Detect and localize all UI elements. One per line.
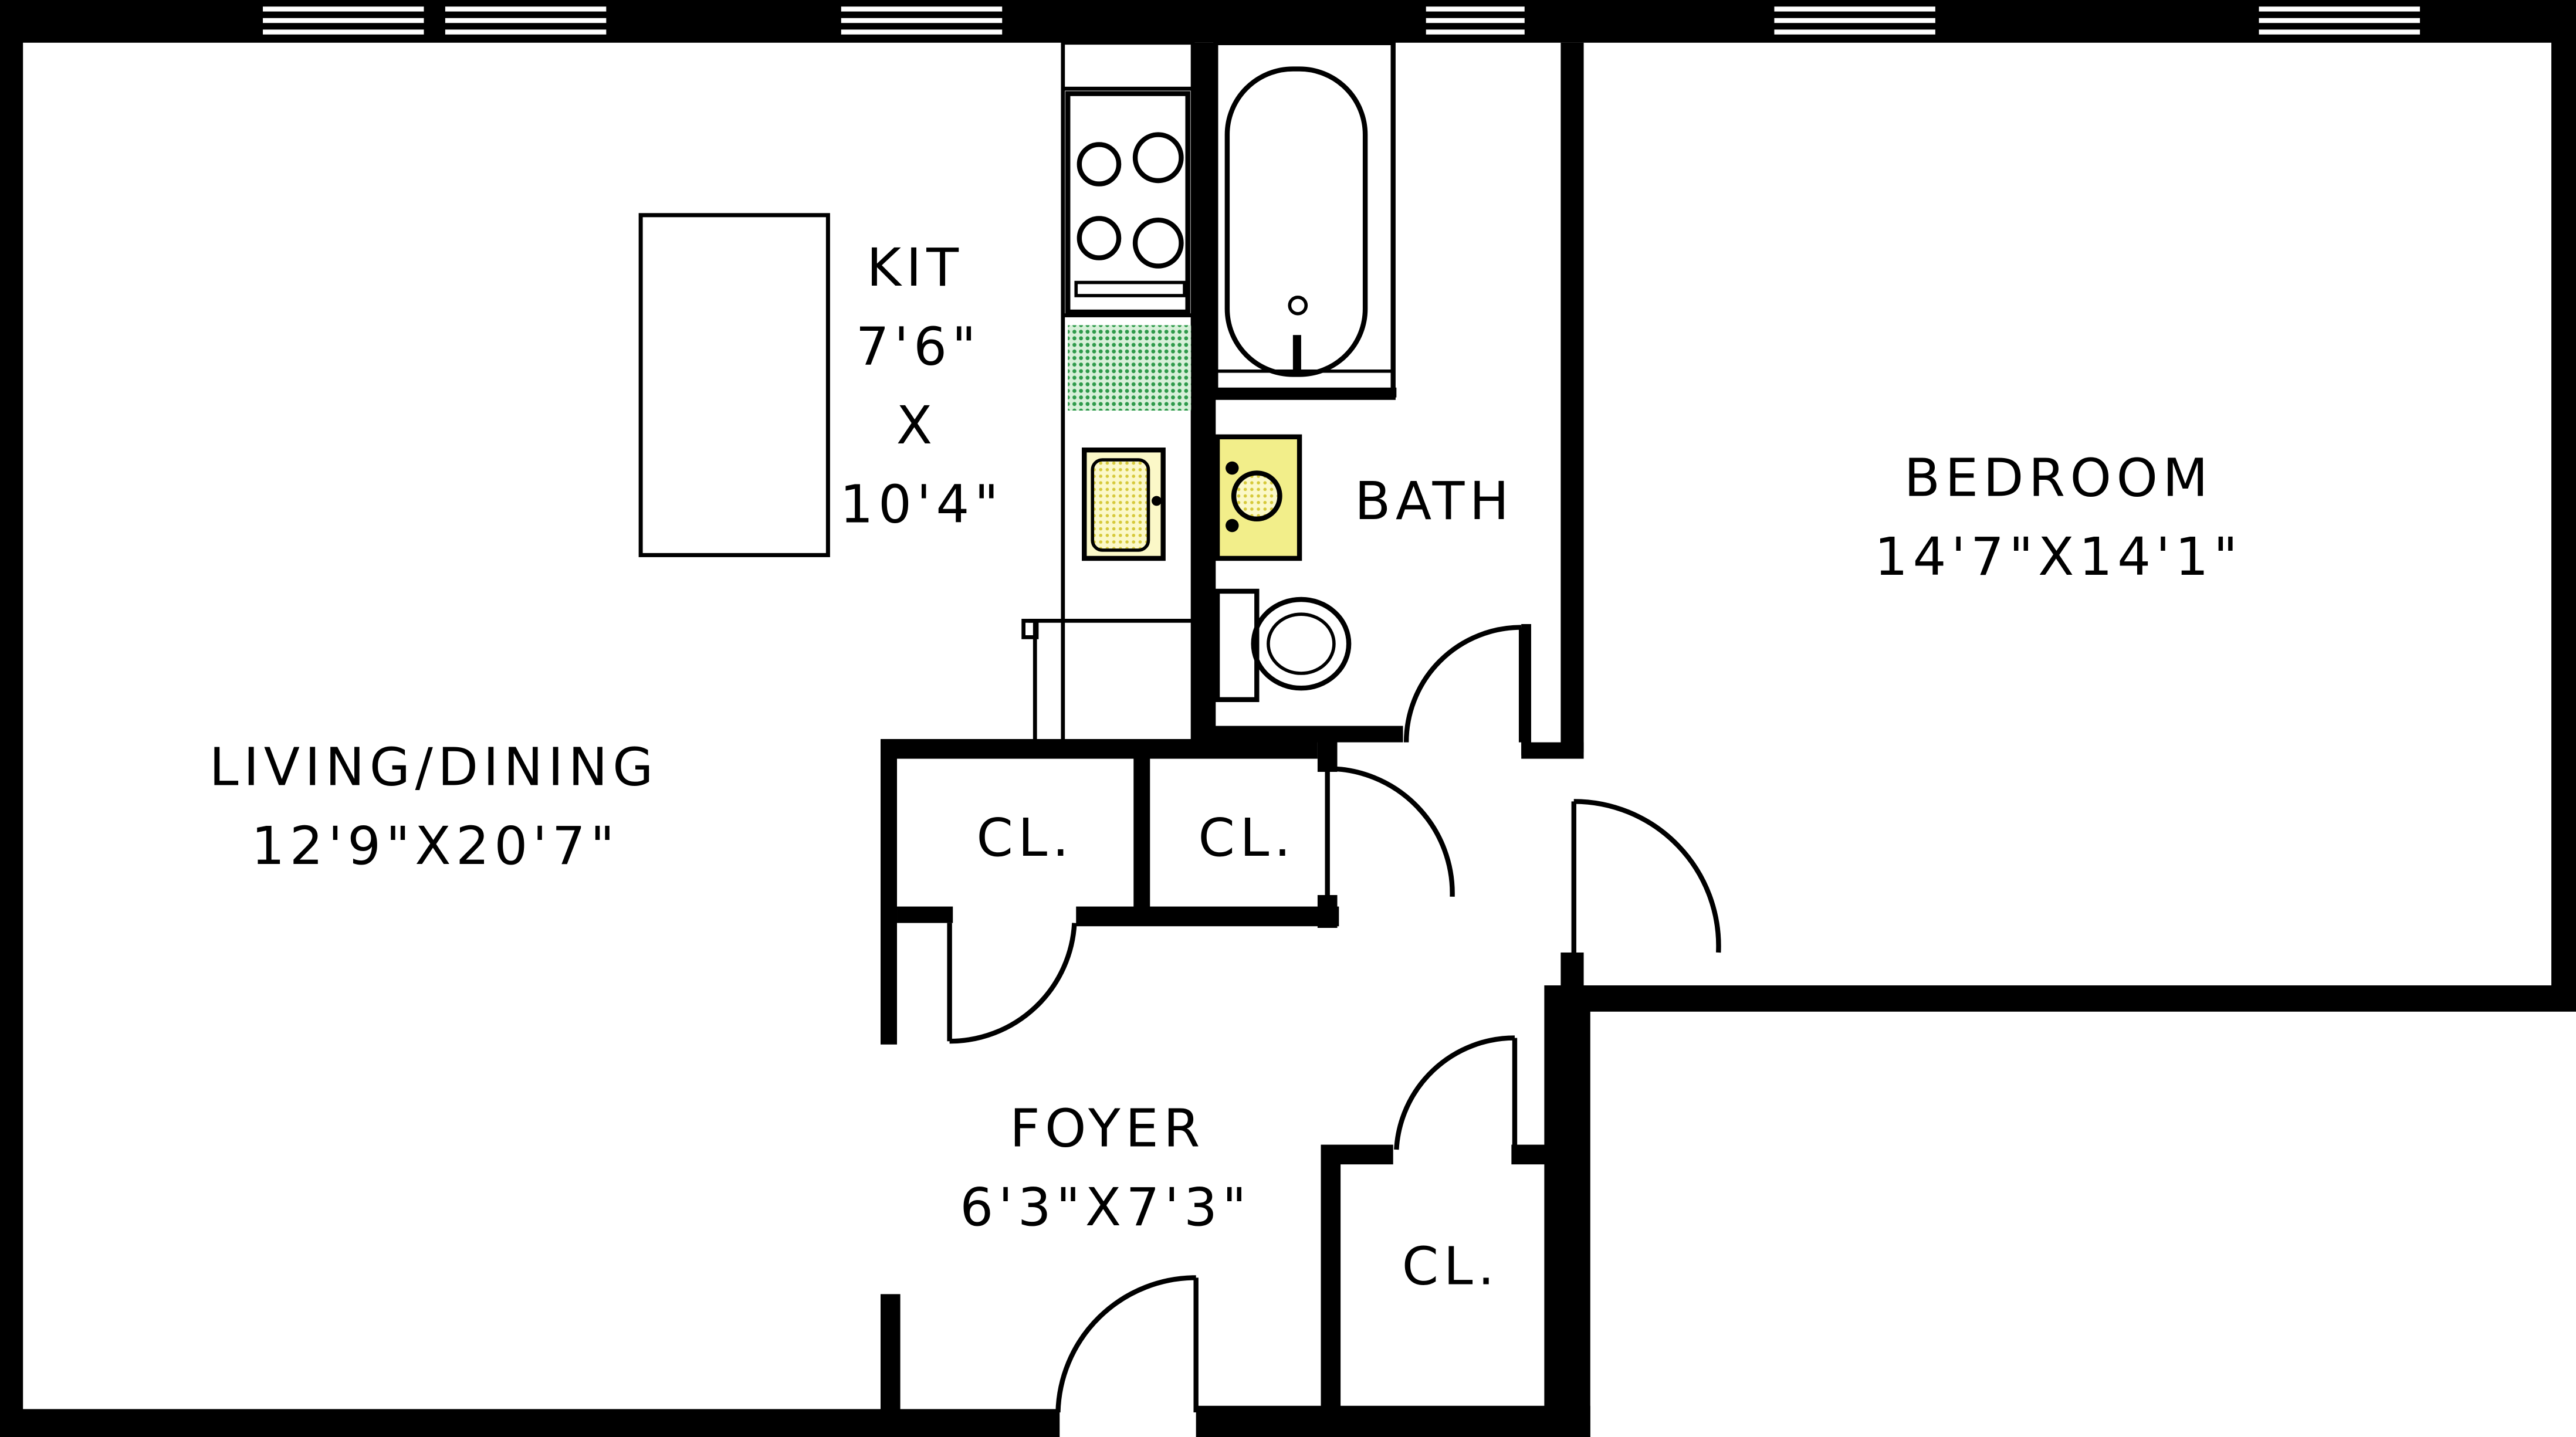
kitchen-island xyxy=(638,213,830,557)
bath-sink-icon xyxy=(1214,434,1302,561)
bedroom-name: BEDROOM xyxy=(1904,448,2213,509)
living-size: 12'9"X20'7" xyxy=(251,816,620,877)
sink-icon xyxy=(1082,447,1166,561)
room-label-bedroom: BEDROOM 14'7"X14'1" xyxy=(1874,448,2243,588)
room-label-living: LIVING/DINING 12'9"X20'7" xyxy=(209,737,658,877)
kitchen-size-x: X xyxy=(896,395,937,456)
bedroom-size: 14'7"X14'1" xyxy=(1874,527,2243,588)
bathtub-icon xyxy=(1212,40,1397,400)
interior-walls xyxy=(881,42,1584,1418)
living-name: LIVING/DINING xyxy=(209,737,658,798)
room-label-kitchen: KIT 7'6" X 10'4" xyxy=(840,238,1004,535)
foyer-size: 6'3"X7'3" xyxy=(960,1177,1251,1238)
kitchen-counter-green xyxy=(1068,325,1191,411)
kitchen-counter xyxy=(1021,40,1195,744)
kitchen-name: KIT xyxy=(866,238,963,299)
room-label-closet-3: CL. xyxy=(1402,1236,1499,1297)
window-icon xyxy=(263,6,2420,35)
room-label-foyer: FOYER 6'3"X7'3" xyxy=(960,1098,1251,1238)
kitchen-size-width: 7'6" xyxy=(856,317,981,378)
room-label-closet-1: CL. xyxy=(976,808,1074,869)
door-swing-icon xyxy=(947,625,1721,1413)
room-label-bath: BATH xyxy=(1355,471,1514,532)
room-label-closet-2: CL. xyxy=(1198,808,1295,869)
kitchen-size-length: 10'4" xyxy=(840,474,1004,535)
foyer-name: FOYER xyxy=(1010,1098,1205,1159)
stove-icon xyxy=(1065,91,1190,315)
toilet-icon xyxy=(1214,588,1352,702)
